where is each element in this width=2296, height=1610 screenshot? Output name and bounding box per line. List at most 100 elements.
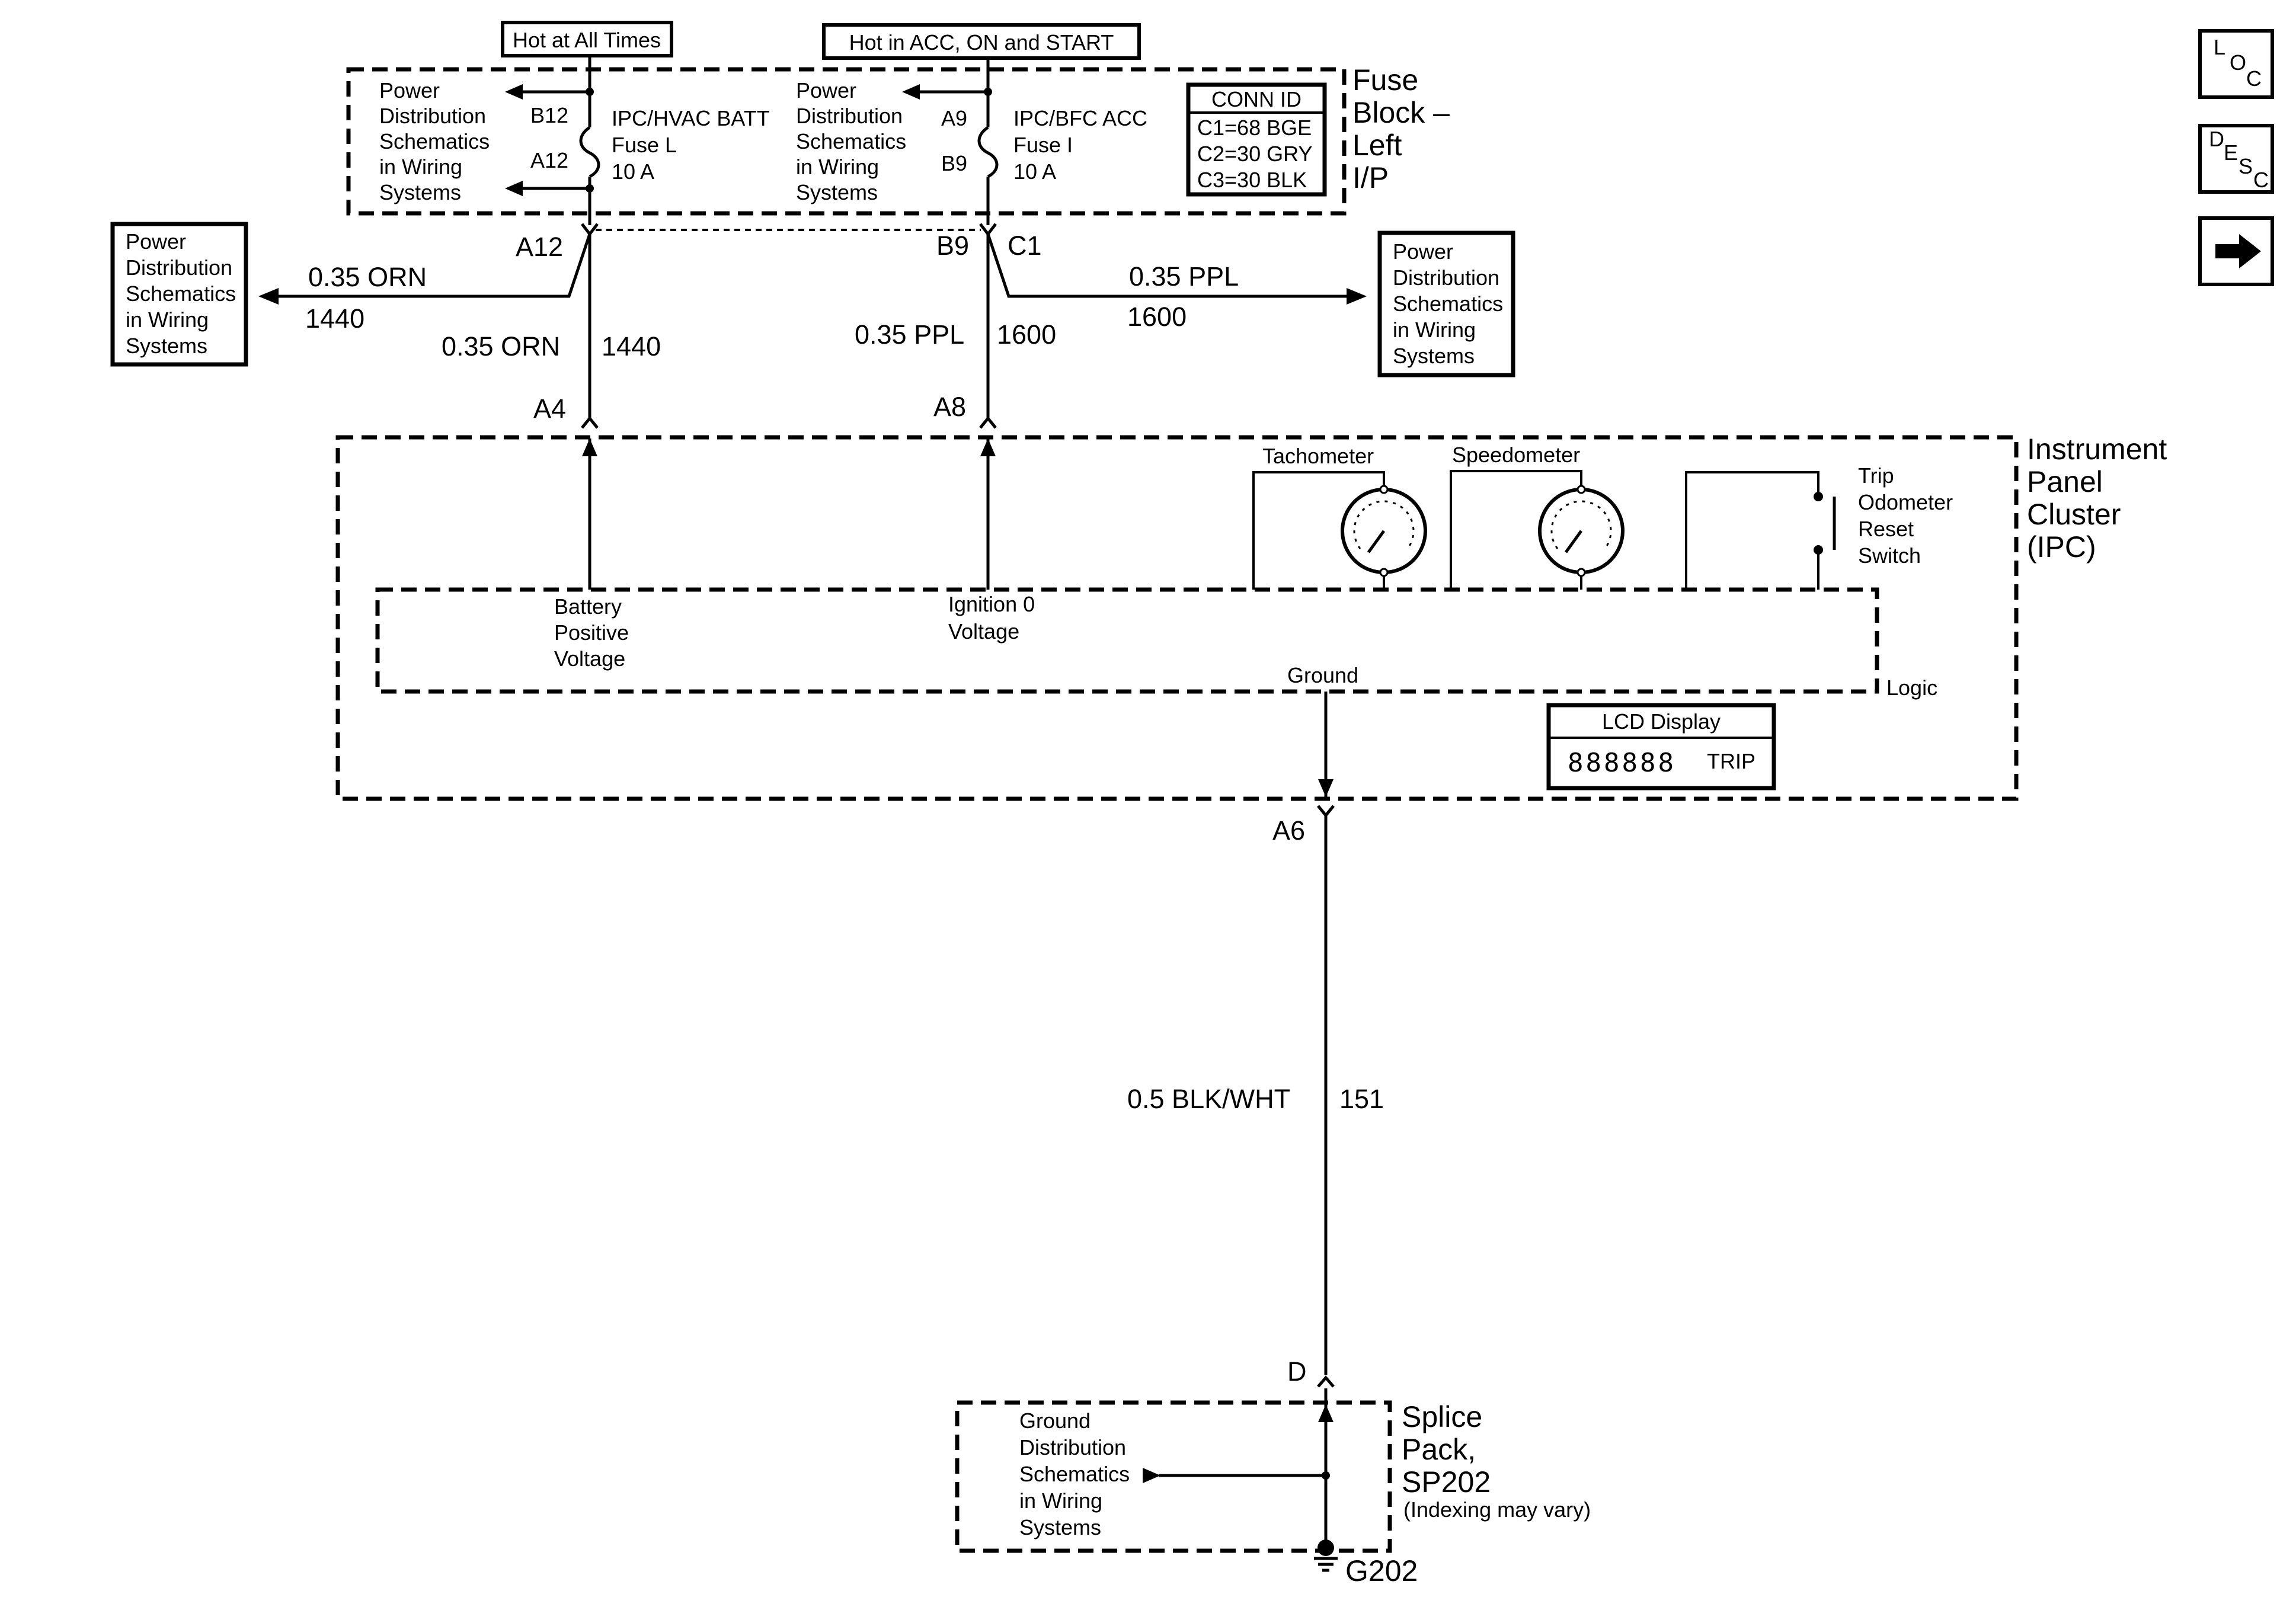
connector-a6: A6 (1272, 815, 1305, 846)
lcd-trip-label: TRIP (1707, 749, 1755, 773)
conn-id-row: C1=68 BGE (1197, 116, 1312, 140)
desc-button[interactable]: D E S C (2198, 124, 2274, 194)
ground-distribution-label: Ground Distribution Schematics in Wiring… (1019, 1409, 1130, 1539)
svg-text:Schematics: Schematics (126, 281, 236, 306)
svg-text:10 A: 10 A (1013, 159, 1056, 184)
fuse-right-power-distribution: Power Distribution Schematics in Wiring … (796, 78, 906, 204)
svg-text:Power: Power (379, 78, 440, 103)
svg-text:L: L (2214, 35, 2225, 59)
connector-a4: A4 (533, 393, 566, 424)
fuse-block-label: Left (1352, 129, 1402, 162)
speedometer-label: Speedometer (1452, 443, 1580, 467)
svg-text:Cluster: Cluster (2027, 498, 2121, 531)
loc-button[interactable]: L O C (2198, 29, 2274, 99)
connector-d: D (1287, 1356, 1307, 1387)
pin-a9: A9 (941, 106, 967, 130)
svg-text:Splice: Splice (1402, 1400, 1482, 1433)
ground-g202-label: G202 (1345, 1554, 1418, 1587)
wire-gnd-color: 0.5 BLK/WHT (1127, 1084, 1290, 1114)
hot-at-all-times-box: Hot at All Times (501, 21, 673, 57)
svg-text:Systems: Systems (126, 334, 207, 358)
svg-text:S: S (2239, 154, 2253, 178)
svg-text:Ignition 0: Ignition 0 (948, 592, 1035, 616)
svg-text:Systems: Systems (796, 180, 878, 204)
svg-text:Ground: Ground (1019, 1409, 1091, 1433)
svg-text:Fuse I: Fuse I (1013, 133, 1073, 157)
svg-text:in Wiring: in Wiring (379, 155, 462, 179)
svg-text:C: C (2253, 168, 2269, 192)
lcd-title: LCD Display (1602, 709, 1721, 734)
next-button[interactable] (2198, 216, 2274, 286)
conn-id-title: CONN ID (1211, 87, 1302, 111)
svg-text:IPC/HVAC BATT: IPC/HVAC BATT (612, 106, 770, 130)
svg-text:Systems: Systems (1019, 1515, 1101, 1539)
svg-text:Battery: Battery (554, 594, 622, 619)
svg-text:in Wiring: in Wiring (1019, 1489, 1102, 1513)
fuse-icon (579, 126, 600, 178)
svg-text:Distribution: Distribution (379, 104, 486, 128)
svg-text:C: C (2246, 66, 2262, 91)
svg-text:Instrument: Instrument (2027, 433, 2167, 466)
power-distribution-left-box: Power Distribution Schematics in Wiring … (110, 222, 248, 367)
conn-id-box: CONN ID C1=68 BGE C2=30 GRY C3=30 BLK (1186, 82, 1327, 197)
svg-text:Reset: Reset (1858, 517, 1914, 541)
svg-text:Fuse L: Fuse L (612, 133, 677, 157)
svg-text:E: E (2224, 140, 2238, 165)
wire-orn-branch-color: 0.35 ORN (308, 262, 427, 292)
power-distribution-right-box: Power Distribution Schematics in Wiring … (1377, 231, 1515, 377)
ipc-outline (335, 435, 2019, 801)
fuse-l-label: IPC/HVAC BATT Fuse L 10 A (612, 106, 770, 184)
wire-orn-color: 0.35 ORN (442, 331, 560, 361)
speedometer-gauge-icon (1540, 489, 1623, 572)
svg-text:Distribution: Distribution (1393, 265, 1499, 290)
fuse-block-label: Fuse (1352, 63, 1418, 97)
svg-text:10 A: 10 A (612, 159, 654, 184)
wire-orn-branch-circuit: 1440 (305, 303, 364, 334)
wire-ppl-circuit: 1600 (997, 319, 1056, 350)
svg-text:Power: Power (1393, 239, 1453, 264)
fuse-block-outline (346, 67, 1347, 216)
logic-outline (375, 587, 1879, 694)
svg-text:D: D (2209, 127, 2224, 151)
svg-text:Voltage: Voltage (554, 646, 625, 671)
connector-c1: C1 (1008, 231, 1042, 261)
pin-b12: B12 (530, 103, 568, 127)
logic-ground-label: Ground (1287, 663, 1358, 687)
lcd-digits: 888888 (1568, 748, 1676, 778)
svg-text:Distribution: Distribution (1019, 1435, 1126, 1459)
pin-a12: A12 (530, 148, 568, 172)
connector-a12: A12 (516, 232, 563, 262)
svg-text:Odometer: Odometer (1858, 490, 1953, 514)
svg-text:Trip: Trip (1858, 463, 1894, 488)
svg-text:Power: Power (796, 78, 856, 103)
arrow-right-icon (2215, 234, 2261, 268)
svg-text:SP202: SP202 (1402, 1465, 1491, 1499)
svg-text:Power: Power (126, 229, 186, 254)
wire-orn-circuit: 1440 (602, 331, 661, 361)
fuse-block-label: Block – (1352, 96, 1450, 129)
splice-pack-outline (955, 1400, 1392, 1553)
battery-positive-voltage-label: Battery Positive Voltage (554, 594, 629, 671)
svg-text:(IPC): (IPC) (2027, 530, 2096, 564)
svg-text:Distribution: Distribution (126, 255, 232, 280)
lcd-display: LCD Display 888888 TRIP (1546, 703, 1776, 790)
svg-text:Distribution: Distribution (796, 104, 903, 128)
svg-text:Systems: Systems (379, 180, 461, 204)
svg-text:Voltage: Voltage (948, 619, 1019, 644)
svg-text:in Wiring: in Wiring (1393, 318, 1476, 342)
fuse-i-label: IPC/BFC ACC Fuse I 10 A (1013, 106, 1147, 184)
connector-b9: B9 (936, 231, 969, 261)
svg-text:in Wiring: in Wiring (796, 155, 879, 179)
tachometer-label: Tachometer (1262, 444, 1374, 468)
wire-ppl-branch-circuit: 1600 (1127, 302, 1187, 332)
trip-switch-label: Trip Odometer Reset Switch (1858, 463, 1953, 568)
fuse-block-label: I/P (1352, 161, 1389, 194)
logic-label: Logic (1886, 676, 1937, 700)
trip-odometer-reset-switch-icon (1685, 471, 1836, 590)
svg-text:Schematics: Schematics (379, 129, 490, 153)
svg-text:Positive: Positive (554, 620, 629, 645)
ipc-label: Instrument Panel Cluster (IPC) (2027, 433, 2167, 564)
tachometer-gauge-icon (1342, 489, 1425, 572)
pin-b9: B9 (941, 151, 967, 175)
ground-icon (1314, 1539, 1338, 1572)
